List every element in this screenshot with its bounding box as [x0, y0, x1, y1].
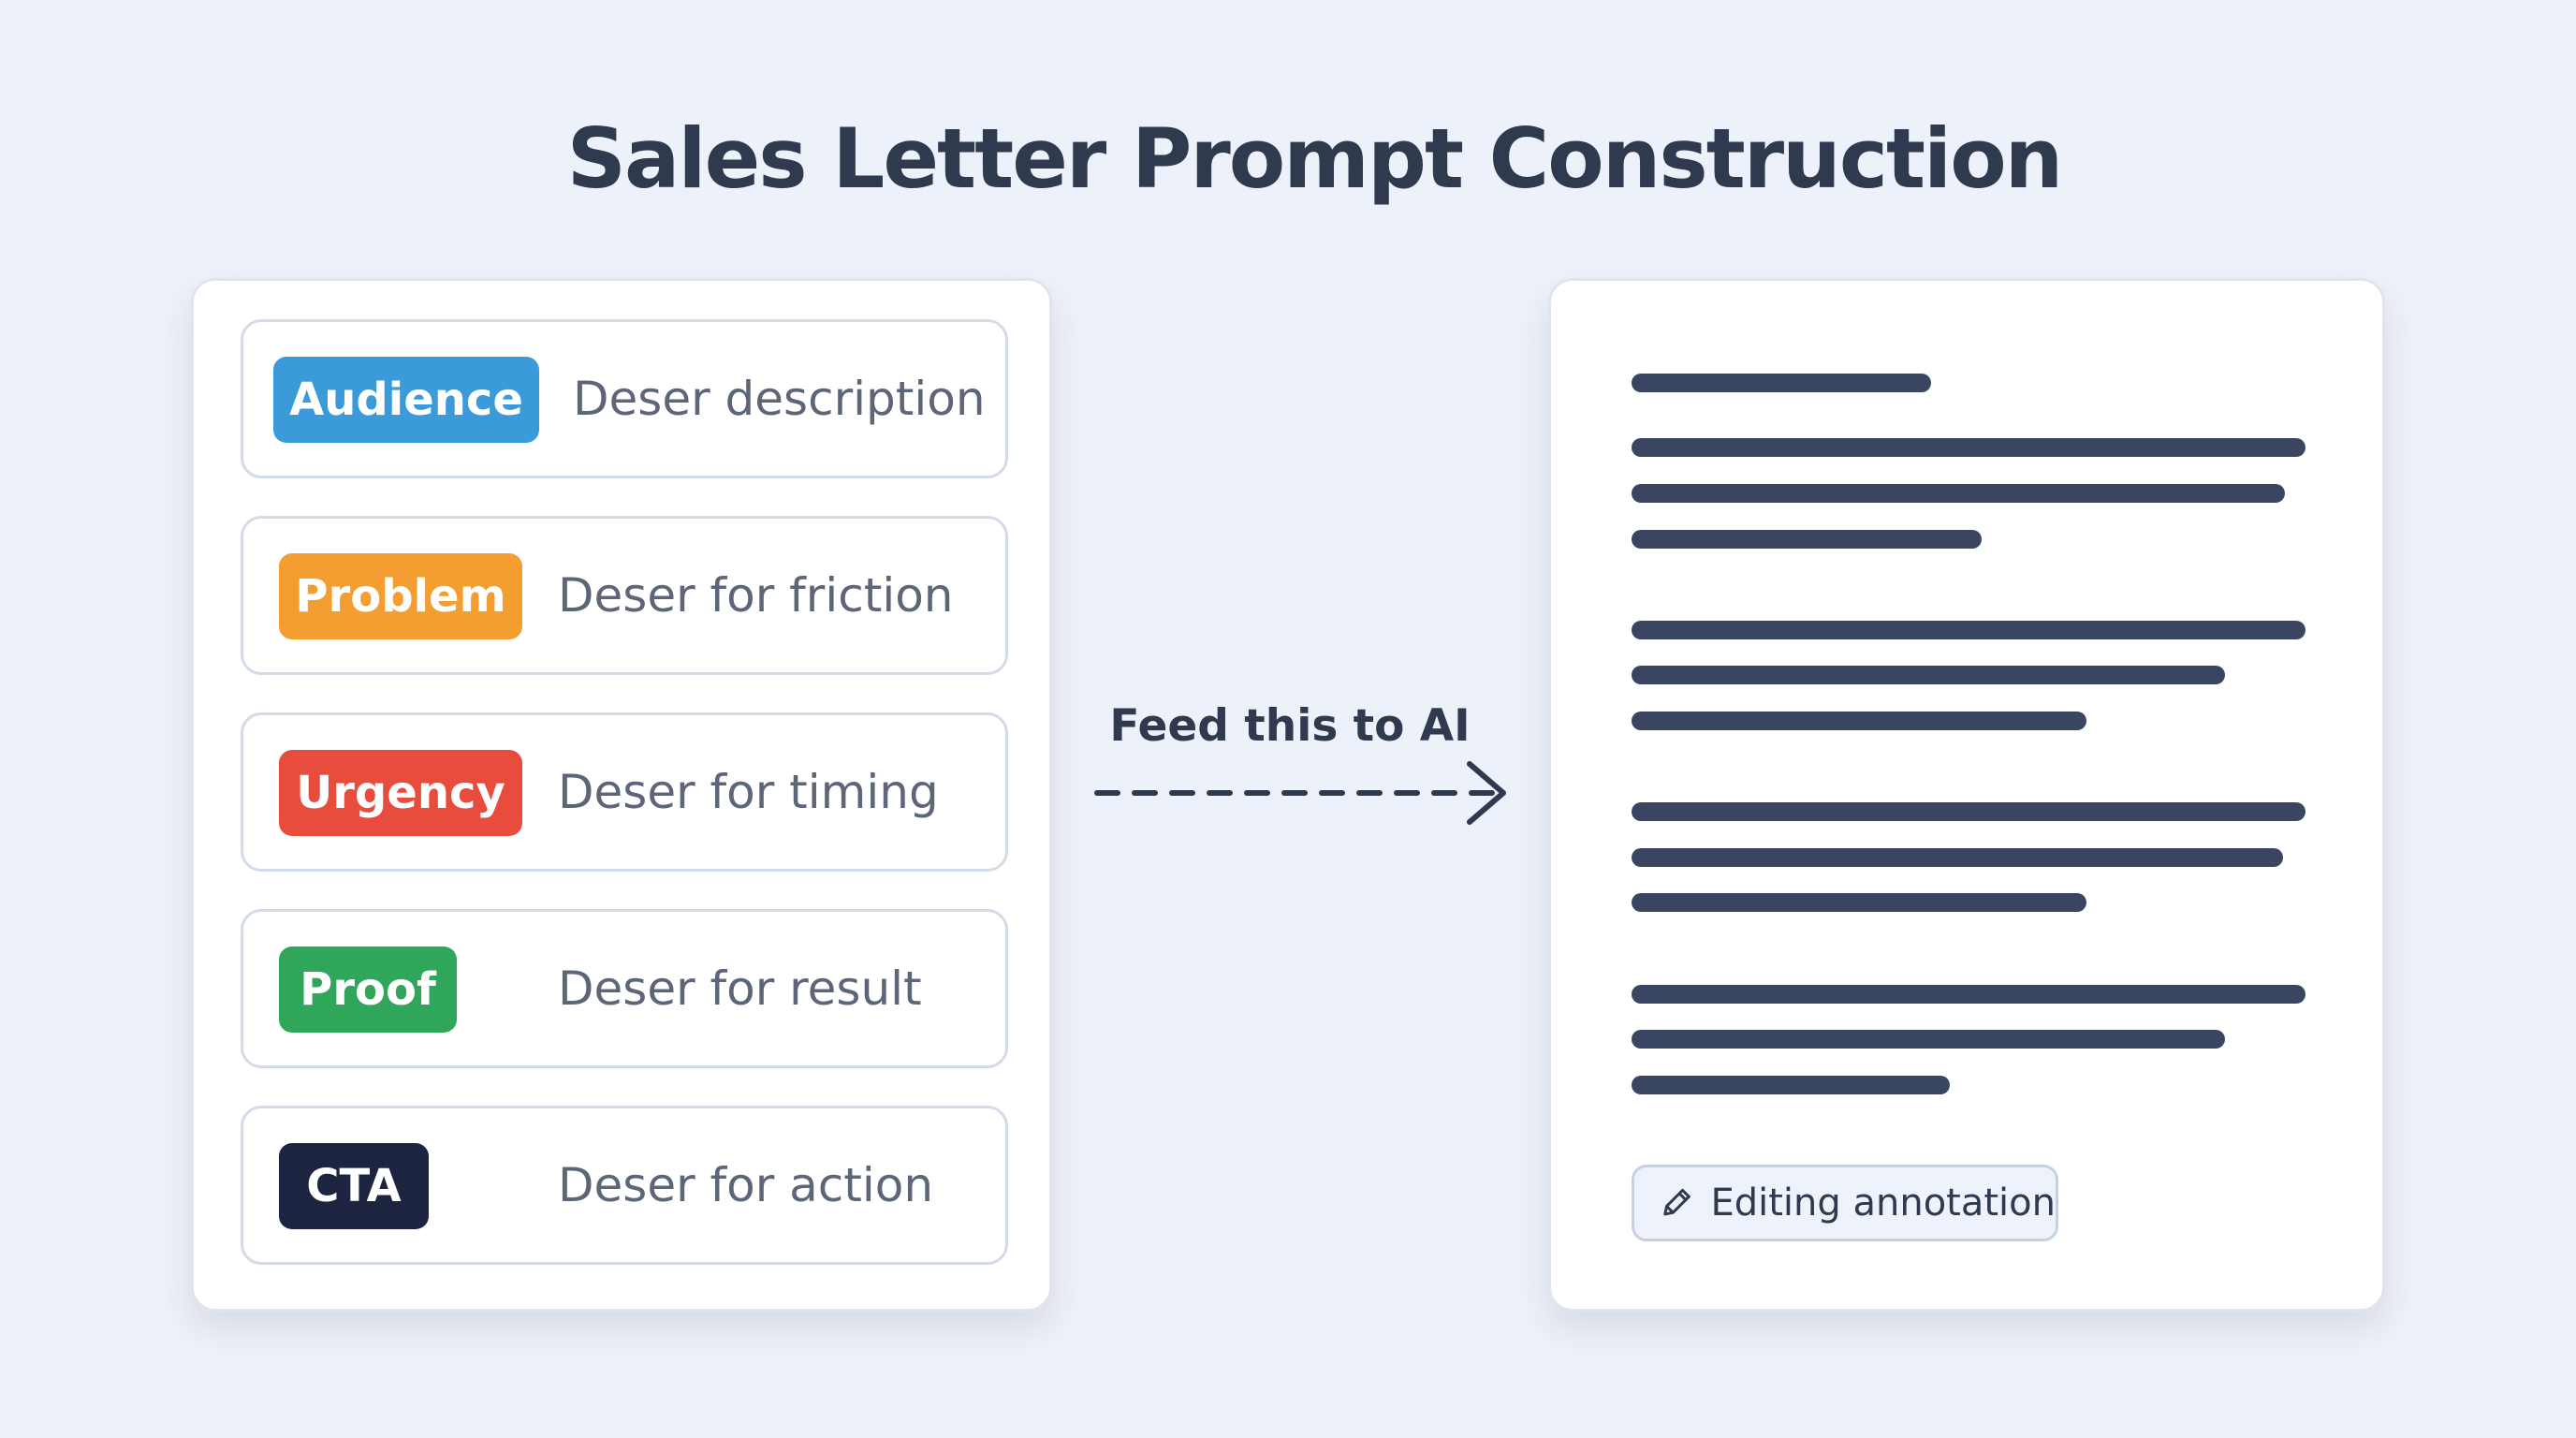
- row-audience: Audience Deser description: [241, 319, 1008, 478]
- text-line: [1632, 438, 2305, 457]
- row-description: Deser for friction: [558, 568, 954, 623]
- text-line: [1632, 484, 2285, 503]
- dashed-arrow-icon: [1094, 761, 1506, 825]
- editing-annotation-badge[interactable]: Editing annotation: [1632, 1165, 2058, 1241]
- text-line: [1632, 848, 2283, 867]
- text-line: [1632, 893, 2086, 912]
- tag-problem: Problem: [279, 553, 522, 639]
- heading-line: [1632, 374, 1931, 392]
- generated-letter-panel: Editing annotation: [1548, 278, 2385, 1312]
- pencil-icon: [1663, 1188, 1690, 1216]
- text-line: [1632, 666, 2225, 684]
- text-line: [1632, 712, 2086, 730]
- row-description: Deser for timing: [558, 765, 939, 819]
- row-proof: Proof Deser for result: [241, 909, 1008, 1068]
- arrow-label: Feed this to AI: [1109, 700, 1471, 752]
- text-line: [1632, 802, 2305, 821]
- tag-audience: Audience: [273, 357, 539, 443]
- tag-proof: Proof: [279, 946, 457, 1033]
- row-description: Deser for action: [558, 1158, 934, 1212]
- row-urgency: Urgency Deser for timing: [241, 712, 1008, 872]
- tag-cta: CTA: [279, 1143, 429, 1229]
- row-cta: CTA Deser for action: [241, 1106, 1008, 1265]
- row-description: Deser for result: [558, 961, 922, 1016]
- tag-urgency: Urgency: [279, 750, 522, 836]
- prompt-components-panel: Audience Deser description Problem Deser…: [191, 278, 1052, 1312]
- text-line: [1632, 621, 2305, 639]
- row-problem: Problem Deser for friction: [241, 516, 1008, 675]
- row-description: Deser description: [573, 372, 986, 426]
- page-title: Sales Letter Prompt Construction: [566, 110, 2064, 207]
- text-line: [1632, 985, 2305, 1004]
- annotation-label: Editing annotation: [1710, 1181, 2056, 1225]
- text-line: [1632, 1076, 1950, 1094]
- text-line: [1632, 530, 1982, 549]
- text-line: [1632, 1030, 2225, 1049]
